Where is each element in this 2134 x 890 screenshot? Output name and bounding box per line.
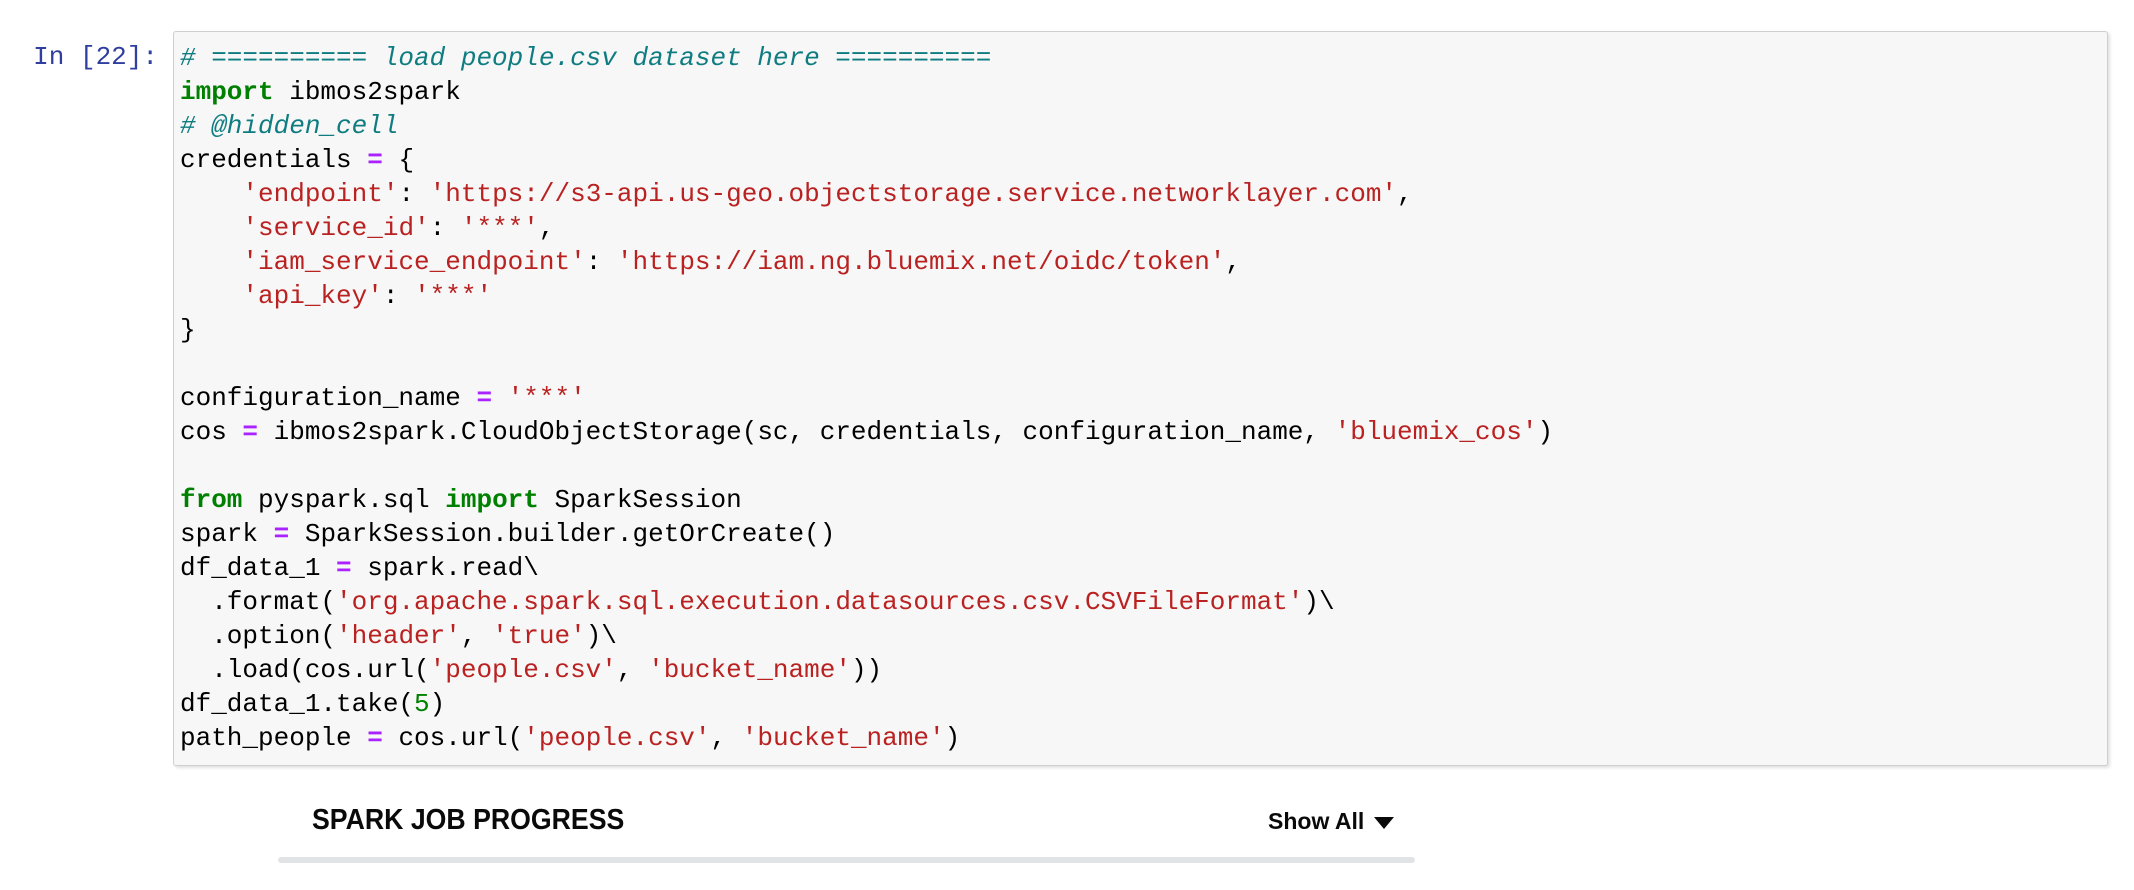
code-line: 'endpoint': 'https://s3-api.us-geo.objec… [242,179,1413,209]
code-line: 'api_key': '***' [242,281,493,311]
code-line: from pyspark.sql import SparkSession [180,485,742,515]
cell-input-prompt: In [22]: [33,42,158,72]
code-line: # @hidden_cell [180,111,399,141]
code-line: configuration_name = '***' [180,383,586,413]
code-line: df_data_1.take(5) [180,689,446,719]
code-line: } [180,315,196,345]
code-area: # ========== load people.csv dataset her… [180,41,2107,755]
code-line: df_data_1 = spark.read\ [180,553,539,583]
spark-progress-bar-track [278,857,1415,863]
code-line: # ========== load people.csv dataset her… [180,43,992,73]
code-line: 'iam_service_endpoint': 'https://iam.ng.… [242,247,1242,277]
caret-down-icon [1374,817,1395,829]
show-all-toggle[interactable]: Show All [1268,808,1395,835]
code-line: .load(cos.url('people.csv', 'bucket_name… [180,655,883,685]
code-line: credentials = { [180,145,415,175]
spark-job-progress-title: SPARK JOB PROGRESS [312,804,625,836]
code-line: import ibmos2spark [180,77,461,107]
code-editor[interactable]: # ========== load people.csv dataset her… [173,31,2108,766]
code-line: .option('header', 'true')\ [180,621,617,651]
code-line [180,347,2107,381]
code-line: cos = ibmos2spark.CloudObjectStorage(sc,… [180,417,1554,447]
code-line: .format('org.apache.spark.sql.execution.… [180,587,1335,617]
code-line: 'service_id': '***', [242,213,555,243]
code-line: spark = SparkSession.builder.getOrCreate… [180,519,836,549]
code-line: path_people = cos.url('people.csv', 'buc… [180,723,961,753]
code-line [180,449,2107,483]
show-all-label: Show All [1268,808,1365,834]
